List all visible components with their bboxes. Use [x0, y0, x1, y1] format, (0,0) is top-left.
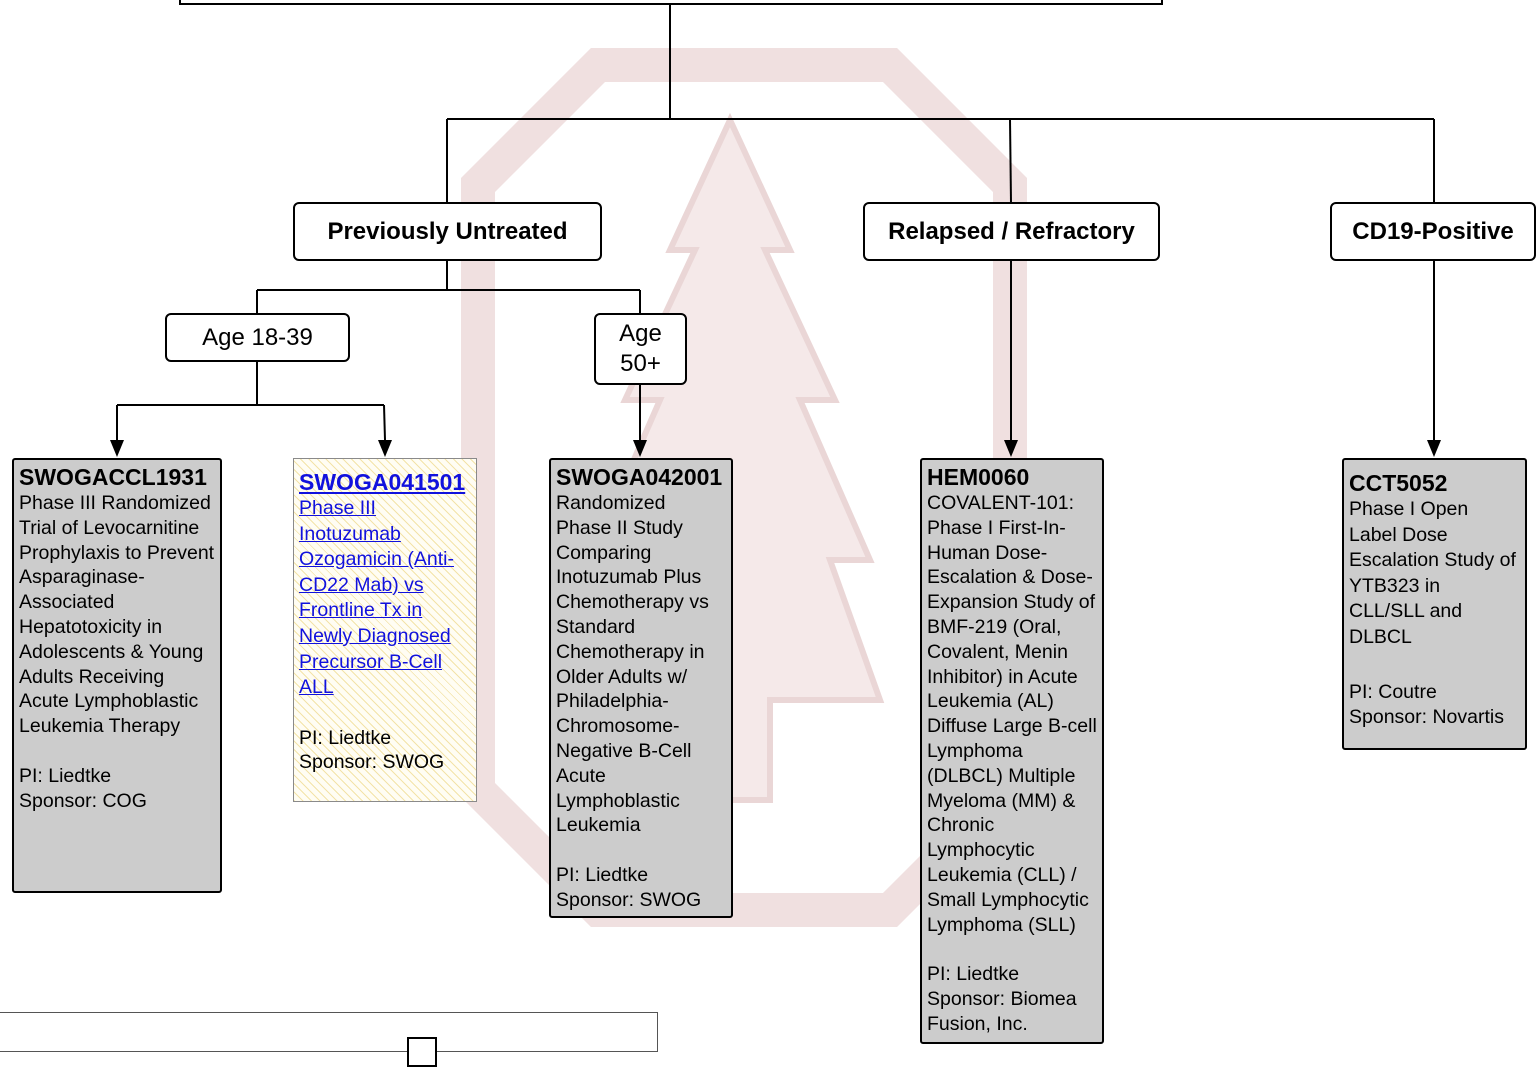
trial-meta: PI: Liedtke Sponsor: Biomea Fusion, Inc. — [927, 962, 1097, 1036]
subgroup-label: Age 18-39 — [202, 323, 313, 351]
category-label: Previously Untreated — [327, 217, 568, 245]
trial-id: CCT5052 — [1349, 470, 1448, 496]
trial-id: SWOGACCL1931 — [19, 464, 207, 490]
trial-card-swogaccl1931: SWOGACCL1931 Phase III Randomized Trial … — [12, 458, 222, 893]
trial-pi: PI: Liedtke — [556, 863, 649, 886]
trial-meta: PI: Liedtke Sponsor: SWOG — [556, 863, 726, 913]
trial-card-hem0060: HEM0060 COVALENT-101: Phase I First-In-H… — [920, 458, 1104, 1044]
trial-sponsor: Sponsor: Biomea Fusion, Inc. — [927, 987, 1077, 1035]
category-label: Relapsed / Refractory — [888, 217, 1135, 245]
trial-description: COVALENT-101: Phase I First-In-Human Dos… — [927, 492, 1097, 936]
trial-id: HEM0060 — [927, 464, 1030, 490]
trial-sponsor: Sponsor: SWOG — [299, 751, 445, 774]
trial-sponsor: Sponsor: SWOG — [556, 888, 702, 911]
subgroup-label-line2: 50+ — [620, 350, 661, 377]
trial-pi: PI: Liedtke — [299, 726, 392, 749]
category-previously-untreated: Previously Untreated — [293, 202, 602, 261]
trial-description: Phase I Open Label Dose Escalation Study… — [1349, 498, 1516, 648]
category-label: CD19-Positive — [1352, 217, 1514, 245]
subgroup-age-50-plus: Age 50+ — [594, 313, 687, 385]
subgroup-label-line1: Age — [619, 320, 662, 347]
trial-pi: PI: Liedtke — [19, 764, 112, 787]
category-cd19-positive: CD19-Positive — [1330, 202, 1536, 261]
flowchart-connectors — [110, 0, 1441, 457]
trial-card-swoga042001: SWOGA042001 Randomized Phase II Study Co… — [549, 458, 733, 918]
trial-meta: PI: Liedtke Sponsor: SWOG — [299, 726, 471, 776]
legend-swatch — [407, 1037, 437, 1067]
legend-box — [0, 1012, 658, 1067]
trial-meta: PI: Coutre Sponsor: Novartis — [1349, 680, 1520, 731]
trial-sponsor: Sponsor: COG — [19, 789, 147, 812]
trial-id-link[interactable]: SWOGA041501 — [299, 469, 466, 495]
trial-pi: PI: Coutre — [1349, 680, 1437, 703]
category-relapsed-refractory: Relapsed / Refractory — [863, 202, 1160, 261]
subgroup-age-18-39: Age 18-39 — [165, 313, 350, 362]
trial-card-cct5052: CCT5052 Phase I Open Label Dose Escalati… — [1342, 458, 1527, 750]
trial-id: SWOGA042001 — [556, 464, 723, 490]
trial-description-link[interactable]: Phase III Inotuzumab Ozogamicin (Anti-CD… — [299, 497, 454, 699]
trial-description: Randomized Phase II Study Comparing Inot… — [556, 492, 709, 837]
trial-card-swoga041501: SWOGA041501 Phase III Inotuzumab Ozogami… — [293, 458, 477, 802]
trial-description: Phase III Randomized Trial of Levocarnit… — [19, 492, 215, 738]
trial-sponsor: Sponsor: Novartis — [1349, 706, 1504, 729]
trial-pi: PI: Liedtke — [927, 963, 1020, 986]
trial-meta: PI: Liedtke Sponsor: COG — [19, 764, 215, 814]
